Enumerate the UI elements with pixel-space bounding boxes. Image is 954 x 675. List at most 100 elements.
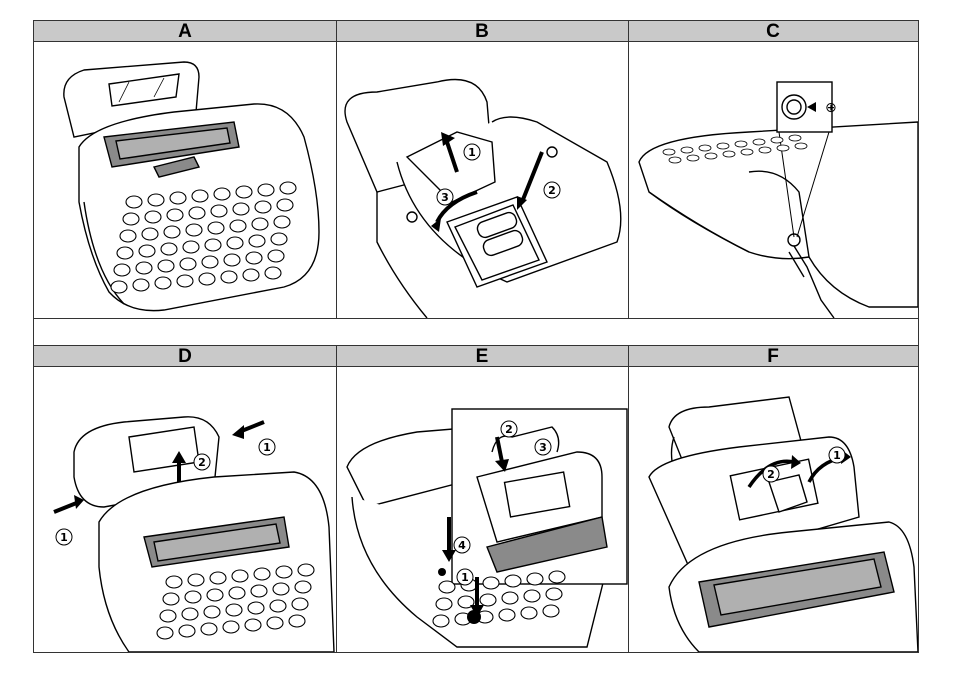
calculator-key [243, 269, 259, 281]
calculator-key [163, 593, 179, 605]
calculator-key [114, 264, 130, 276]
calculator-key [164, 226, 180, 238]
panel-a-illustration [34, 42, 336, 318]
calculator-key [699, 145, 711, 151]
calculator-key [246, 252, 262, 264]
calculator-key [188, 574, 204, 586]
calculator-key [298, 564, 314, 576]
calculator-key [123, 213, 139, 225]
calculator-key [289, 615, 305, 627]
step-number: 3 [539, 441, 547, 454]
calculator-key [795, 143, 807, 149]
calculator-key [295, 581, 311, 593]
step-number: 2 [505, 423, 513, 436]
step-number: 1 [60, 531, 68, 544]
calculator-key [546, 588, 562, 600]
instruction-figure-grid: A B C D E F [33, 20, 919, 653]
calculator-key [136, 262, 152, 274]
calculator-key [669, 157, 681, 163]
calculator-key [185, 591, 201, 603]
calculator-key [199, 273, 215, 285]
calculator-key [759, 147, 771, 153]
calculator-key [789, 135, 801, 141]
calculator-key [111, 281, 127, 293]
calculator-key [777, 145, 789, 151]
calculator-key [267, 617, 283, 629]
calculator-key [186, 224, 202, 236]
calculator-key [687, 155, 699, 161]
calculator-key [189, 207, 205, 219]
calculator-key [480, 594, 496, 606]
calculator-key [148, 194, 164, 206]
panel-f-illustration: 2 1 [629, 367, 918, 652]
calculator-key [248, 602, 264, 614]
calculator-key [167, 209, 183, 221]
calculator-key [226, 604, 242, 616]
calculator-key [549, 571, 565, 583]
calculator-key [439, 581, 455, 593]
calculator-key [723, 151, 735, 157]
divider [34, 345, 918, 346]
calculator-key [230, 220, 246, 232]
calculator-key [292, 598, 308, 610]
calculator-key [179, 625, 195, 637]
panel-f-header: F [628, 346, 918, 367]
calculator-key [753, 139, 765, 145]
calculator-key [117, 247, 133, 259]
calculator-key [183, 241, 199, 253]
calculator-key [145, 211, 161, 223]
calculator-key [158, 260, 174, 272]
panel-c-header: C [628, 21, 918, 42]
calculator-key [268, 250, 284, 262]
calculator-key [499, 609, 515, 621]
step-number: 1 [461, 571, 469, 584]
calculator-key [505, 575, 521, 587]
calculator-key [271, 233, 287, 245]
calculator-key [170, 192, 186, 204]
calculator-key [521, 607, 537, 619]
calculator-key [205, 239, 221, 251]
step-number: 1 [468, 146, 476, 159]
panel-d-header: D [34, 346, 336, 367]
calculator-key [157, 627, 173, 639]
calculator-key [221, 271, 237, 283]
step-number: 4 [458, 539, 466, 552]
panel-d-illustration: 1 2 1 [34, 367, 336, 652]
calculator-key [177, 275, 193, 287]
calculator-key [245, 619, 261, 631]
calculator-key [274, 216, 290, 228]
calculator-key [681, 147, 693, 153]
calculator-key [717, 143, 729, 149]
calculator-key [276, 566, 292, 578]
panel-e-illustration: 2 3 4 1 [337, 367, 628, 652]
calculator-key [120, 230, 136, 242]
calculator-key [139, 245, 155, 257]
calculator-key [161, 243, 177, 255]
calculator-key [207, 589, 223, 601]
step-number: 3 [441, 191, 449, 204]
calculator-key [436, 598, 452, 610]
calculator-key [236, 186, 252, 198]
panel-c-illustration: ⊕ [629, 42, 918, 318]
calculator-key [502, 592, 518, 604]
step-number: 2 [767, 468, 775, 481]
calculator-key [160, 610, 176, 622]
calculator-key [741, 149, 753, 155]
calculator-key [211, 205, 227, 217]
calculator-key [233, 203, 249, 215]
calculator-key [229, 587, 245, 599]
calculator-key [663, 149, 675, 155]
polarity-symbol: ⊕ [825, 100, 837, 116]
calculator-key [223, 621, 239, 633]
calculator-key [251, 585, 267, 597]
calculator-key [483, 577, 499, 589]
divider [34, 318, 918, 319]
calculator-key [232, 570, 248, 582]
calculator-key [280, 182, 296, 194]
calculator-key [433, 615, 449, 627]
calculator-key [527, 573, 543, 585]
calculator-key [254, 568, 270, 580]
calculator-key [705, 153, 717, 159]
calculator-key [258, 184, 274, 196]
step-number: 2 [198, 456, 206, 469]
